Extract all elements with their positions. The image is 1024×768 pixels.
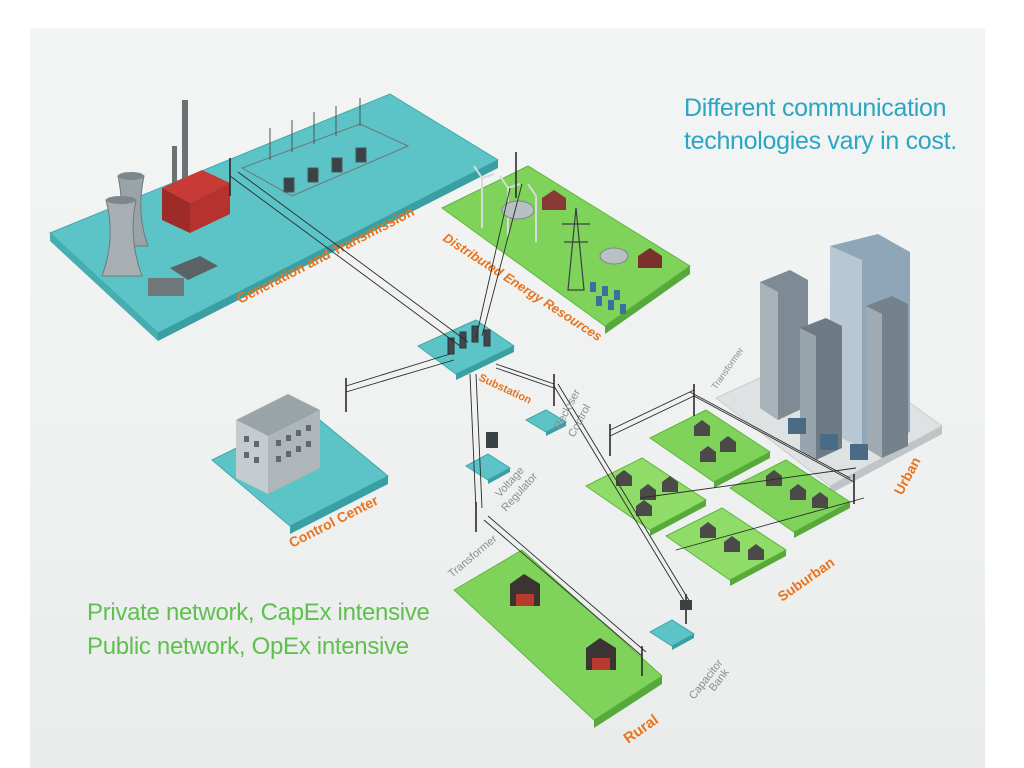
substation-label: Substation [477, 372, 534, 407]
capacitor-bank-pad [649, 619, 695, 650]
network-cost-note: Private network, CapEx intensive Public … [87, 596, 467, 664]
cooling-tower-icon [101, 196, 143, 277]
heading: Different communication technologies var… [684, 92, 974, 158]
control-center-platform: Control Center [211, 394, 389, 551]
tower-icon [800, 318, 842, 460]
house-icon [510, 574, 540, 606]
private-network-note: Private network, CapEx intensive [87, 599, 430, 626]
house-icon [542, 190, 662, 268]
rural-label: Rural [621, 711, 662, 747]
grid-diagram: Generation and Transmission [49, 93, 943, 747]
house-icon [616, 420, 828, 560]
public-network-note: Public network, OpEx intensive [87, 633, 409, 660]
transmission-tower-icon [562, 207, 590, 291]
urban-platform: Urban [715, 234, 943, 497]
suburban-platforms: Suburban [585, 409, 851, 605]
solar-panel-icon [590, 282, 626, 314]
der-platform: Distributed Energy Resources [440, 165, 691, 344]
substation-platform: Substation [417, 319, 534, 407]
power-lines [229, 171, 865, 657]
recloser-pad [524, 409, 568, 436]
storage-tank-icon [501, 200, 629, 265]
rural-platform: Rural [453, 549, 663, 747]
house-icon [586, 638, 616, 670]
switchyard-icon [240, 98, 410, 197]
control-center-building-icon [236, 394, 320, 494]
heading-line-1: Different communication [684, 94, 947, 122]
generation-platform: Generation and Transmission [49, 93, 500, 341]
heading-line-2: technologies vary in cost. [684, 127, 957, 155]
equipment-box-icon [486, 432, 692, 610]
house-icon [788, 418, 868, 460]
tower-icon [760, 270, 808, 420]
suburban-label: Suburban [775, 554, 838, 605]
utility-poles [229, 152, 855, 676]
power-plant-icon [148, 100, 230, 296]
urban-label: Urban [891, 454, 924, 497]
tower-icon [866, 296, 908, 458]
transformer-urban-label: Transformer [709, 346, 745, 392]
slide: Generation and Transmission [30, 28, 985, 768]
